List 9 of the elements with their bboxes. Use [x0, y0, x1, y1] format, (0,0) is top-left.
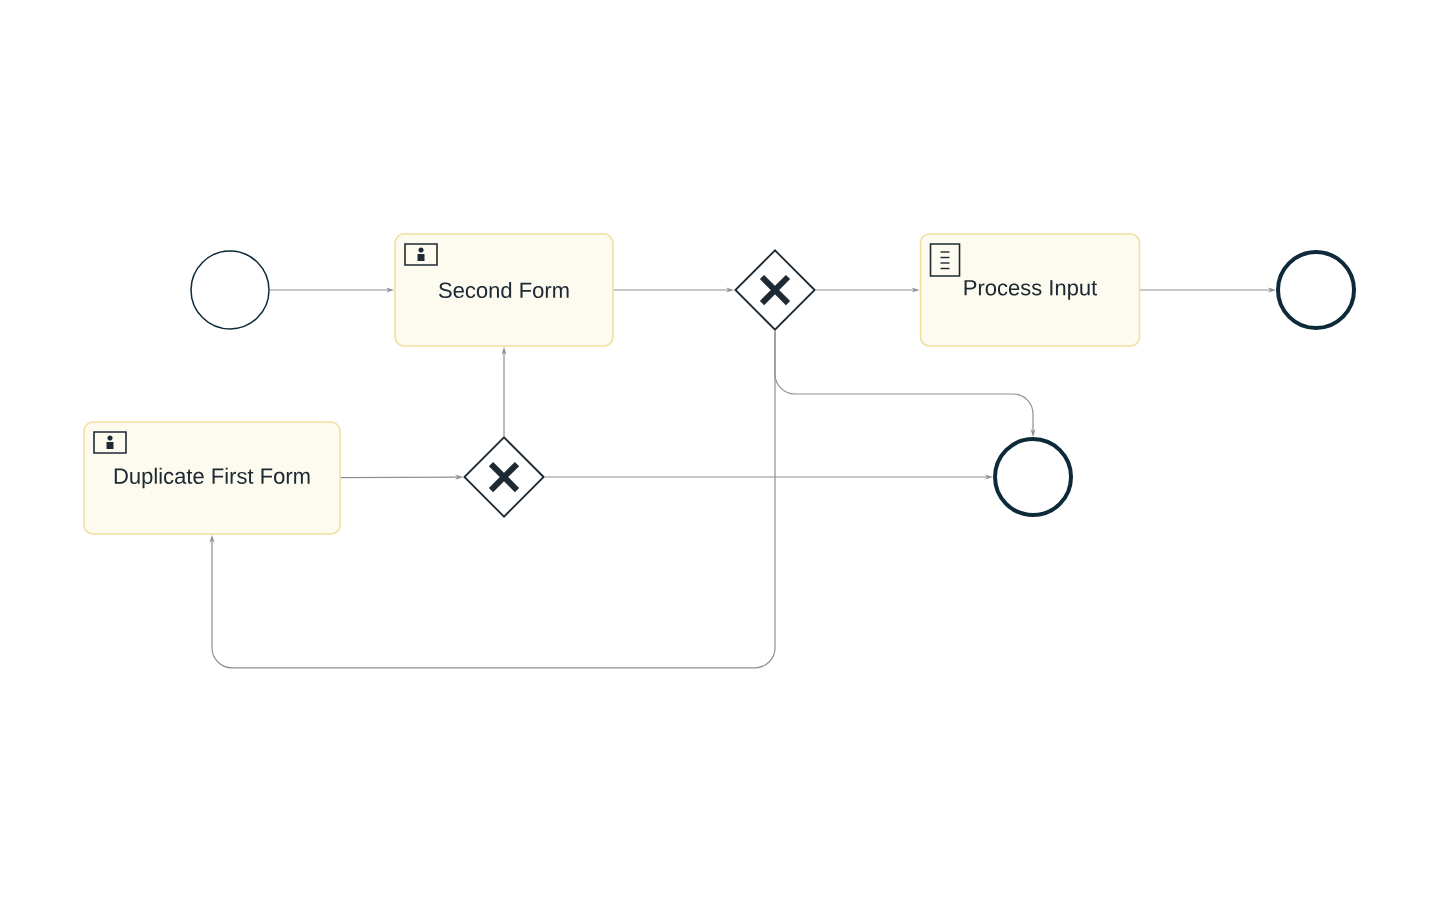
task-box: Process Input	[919, 233, 1141, 347]
end-event-circle	[993, 437, 1073, 517]
task-box: Second Form	[394, 233, 614, 347]
arrow	[209, 330, 776, 669]
task-box: Duplicate First Form	[83, 421, 341, 535]
start-event-circle	[190, 250, 270, 330]
gateway-diamond	[463, 436, 545, 518]
gateway-diamond	[734, 249, 816, 331]
end-event-circle	[1276, 250, 1356, 330]
